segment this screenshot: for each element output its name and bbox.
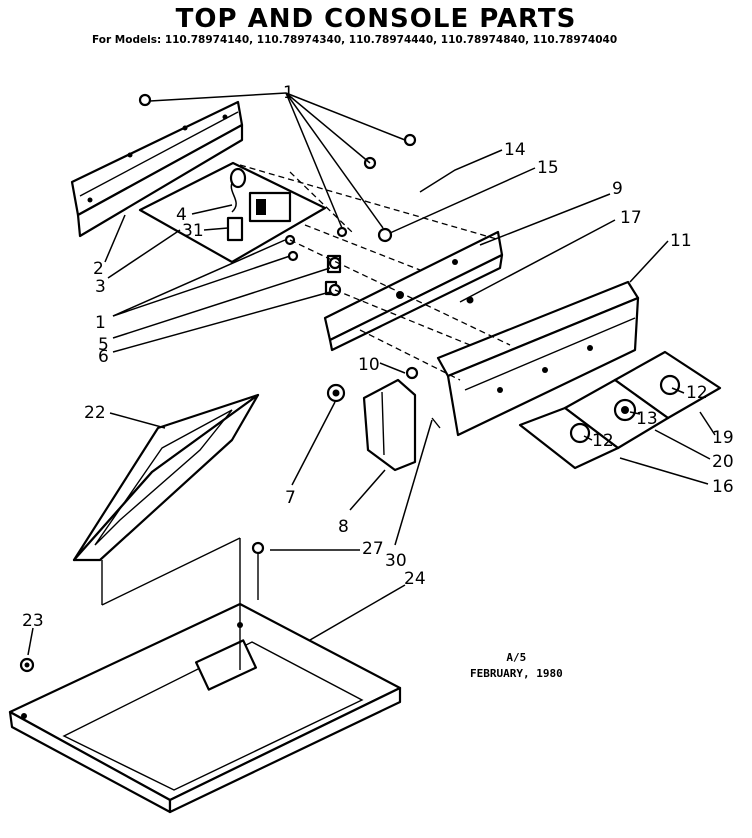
callout-10: 10 [358, 355, 380, 375]
callout-24: 24 [404, 569, 426, 589]
callout-8: 8 [338, 517, 349, 537]
callout-30: 30 [385, 551, 407, 571]
part-2-rear-bracket [70, 100, 244, 238]
callout-14: 14 [504, 140, 526, 160]
assembly-lines [101, 164, 511, 670]
part-3-panel [138, 161, 327, 264]
callout-31: 31 [182, 221, 204, 241]
callout-7: 7 [285, 488, 296, 508]
diagram-title: TOP AND CONSOLE PARTS [175, 4, 577, 34]
callout-22: 22 [84, 403, 106, 423]
callout-17: 17 [620, 208, 642, 228]
callout-5: 5 [98, 335, 109, 355]
fasteners [19, 93, 441, 673]
part-11-console [436, 280, 640, 437]
callout-1a: 1 [283, 83, 294, 103]
callout-2: 2 [93, 259, 104, 279]
revision-date: FEBRUARY, 1980 [470, 667, 563, 680]
model-list: For Models: 110.78974140, 110.78974340, … [92, 34, 617, 46]
part-17-console-rail [323, 230, 504, 352]
leader-lines [27, 92, 716, 656]
callout-16: 16 [712, 477, 734, 497]
models-prefix: For Models: [92, 34, 162, 46]
revision-code: A/5 [506, 651, 527, 664]
callout-12b: 12 [592, 431, 614, 451]
callout-labels: 1 1 2 3 4 5 6 7 8 9 10 11 12 12 13 14 15… [22, 83, 734, 631]
part-22-panel [72, 393, 260, 562]
callout-20: 20 [712, 452, 734, 472]
callout-9: 9 [612, 179, 623, 199]
part-8-housing [362, 378, 417, 472]
callout-3: 3 [95, 277, 106, 297]
callout-12a: 12 [686, 383, 708, 403]
callout-15: 15 [537, 158, 559, 178]
callout-19: 19 [712, 428, 734, 448]
callout-11: 11 [670, 231, 692, 251]
callout-1b: 1 [95, 313, 106, 333]
models-numbers: 110.78974140, 110.78974340, 110.78974440… [164, 34, 618, 46]
callout-27: 27 [362, 539, 384, 559]
callout-6: 6 [98, 347, 109, 367]
revision-stamp: A/5 FEBRUARY, 1980 [470, 650, 563, 682]
callout-4: 4 [176, 205, 187, 225]
part-24-top-cover [8, 602, 402, 814]
callout-13: 13 [636, 409, 658, 429]
part-7-knob [326, 383, 346, 403]
callout-23: 23 [22, 611, 44, 631]
